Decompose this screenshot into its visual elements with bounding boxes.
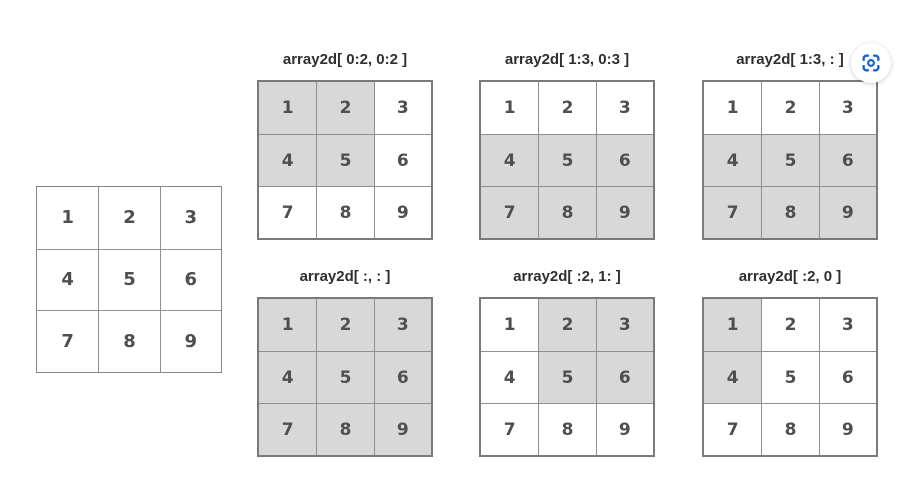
slice-panel-1-3-all: array2d[ 1:3, : ] 1 2 3 4 5 6 7 8 9 <box>702 52 878 240</box>
grid-cell: 9 <box>373 403 431 455</box>
grid-cell: 4 <box>37 248 99 311</box>
grid-cell: 9 <box>595 186 653 238</box>
grid-cell: 8 <box>761 403 819 455</box>
grid-cell: 1 <box>259 299 317 351</box>
grid-cell: 2 <box>761 82 819 134</box>
grid-cell: 3 <box>595 299 653 351</box>
grid-cell: 3 <box>373 82 431 134</box>
grid-cell: 5 <box>538 134 596 186</box>
grid-cell: 6 <box>159 248 221 311</box>
grid-cell: 4 <box>704 351 762 403</box>
grid-cell: 8 <box>316 403 374 455</box>
slice-grid: 1 2 3 4 5 6 7 8 9 <box>479 297 655 457</box>
slice-title: array2d[ 0:2, 0:2 ] <box>282 51 408 68</box>
grid-cell: 8 <box>316 186 374 238</box>
grid-cell: 6 <box>373 351 431 403</box>
visual-search-icon <box>860 52 882 74</box>
grid-cell: 1 <box>481 82 539 134</box>
grid-cell: 8 <box>761 186 819 238</box>
slice-grid: 1 2 3 4 5 6 7 8 9 <box>257 80 433 240</box>
grid-cell: 2 <box>538 82 596 134</box>
grid-cell: 3 <box>818 299 876 351</box>
grid-cell: 6 <box>595 134 653 186</box>
grid-cell: 1 <box>259 82 317 134</box>
grid-cell: 4 <box>259 134 317 186</box>
slice-grid: 1 2 3 4 5 6 7 8 9 <box>257 297 433 457</box>
grid-cell: 6 <box>595 351 653 403</box>
grid-cell: 7 <box>481 403 539 455</box>
slice-panel-0-2-0-2: array2d[ 0:2, 0:2 ] 1 2 3 4 5 6 7 8 9 <box>257 52 433 240</box>
grid-cell: 5 <box>316 351 374 403</box>
slice-grid: 1 2 3 4 5 6 7 8 9 <box>479 80 655 240</box>
grid-cell: 4 <box>481 351 539 403</box>
grid-cell: 8 <box>538 403 596 455</box>
grid-cell: 4 <box>704 134 762 186</box>
grid-cell: 7 <box>704 403 762 455</box>
grid-cell: 2 <box>761 299 819 351</box>
grid-cell: 9 <box>595 403 653 455</box>
grid-cell: 9 <box>818 403 876 455</box>
slice-grid: 1 2 3 4 5 6 7 8 9 <box>702 80 878 240</box>
slice-panel-2-0: array2d[ :2, 0 ] 1 2 3 4 5 6 7 8 9 <box>702 269 878 457</box>
grid-cell: 7 <box>704 186 762 238</box>
visual-search-button[interactable] <box>851 43 891 83</box>
grid-cell: 3 <box>818 82 876 134</box>
grid-cell: 4 <box>481 134 539 186</box>
grid-cell: 1 <box>37 187 99 249</box>
grid-cell: 9 <box>818 186 876 238</box>
grid-cell: 9 <box>159 310 221 372</box>
grid-cell: 7 <box>481 186 539 238</box>
slice-title: array2d[ :2, 0 ] <box>738 268 842 285</box>
base-array-grid: 1 2 3 4 5 6 7 8 9 <box>36 186 222 373</box>
grid-cell: 6 <box>818 351 876 403</box>
grid-cell: 6 <box>373 134 431 186</box>
grid-cell: 2 <box>316 299 374 351</box>
grid-cell: 1 <box>704 299 762 351</box>
grid-cell: 1 <box>481 299 539 351</box>
slice-title: array2d[ :2, 1: ] <box>513 268 621 285</box>
grid-cell: 9 <box>373 186 431 238</box>
grid-cell: 2 <box>316 82 374 134</box>
slice-panel-1-3-0-3: array2d[ 1:3, 0:3 ] 1 2 3 4 5 6 7 8 9 <box>479 52 655 240</box>
slice-panel-all-all: array2d[ :, : ] 1 2 3 4 5 6 7 8 9 <box>257 269 433 457</box>
grid-cell: 3 <box>595 82 653 134</box>
slice-grid: 1 2 3 4 5 6 7 8 9 <box>702 297 878 457</box>
grid-cell: 6 <box>818 134 876 186</box>
slice-title: array2d[ 1:3, : ] <box>736 51 844 68</box>
grid-cell: 5 <box>761 351 819 403</box>
grid-cell: 7 <box>259 186 317 238</box>
grid-cell: 2 <box>98 187 160 249</box>
grid-cell: 5 <box>538 351 596 403</box>
grid-cell: 4 <box>259 351 317 403</box>
grid-cell: 5 <box>316 134 374 186</box>
slice-panel-2-1: array2d[ :2, 1: ] 1 2 3 4 5 6 7 8 9 <box>479 269 655 457</box>
grid-cell: 8 <box>538 186 596 238</box>
grid-cell: 8 <box>98 310 160 372</box>
grid-cell: 7 <box>37 310 99 372</box>
grid-cell: 3 <box>159 187 221 249</box>
grid-cell: 7 <box>259 403 317 455</box>
slice-title: array2d[ 1:3, 0:3 ] <box>504 51 630 68</box>
grid-cell: 2 <box>538 299 596 351</box>
slice-title: array2d[ :, : ] <box>299 268 391 285</box>
grid-cell: 5 <box>98 248 160 311</box>
grid-cell: 5 <box>761 134 819 186</box>
grid-cell: 1 <box>704 82 762 134</box>
grid-cell: 3 <box>373 299 431 351</box>
